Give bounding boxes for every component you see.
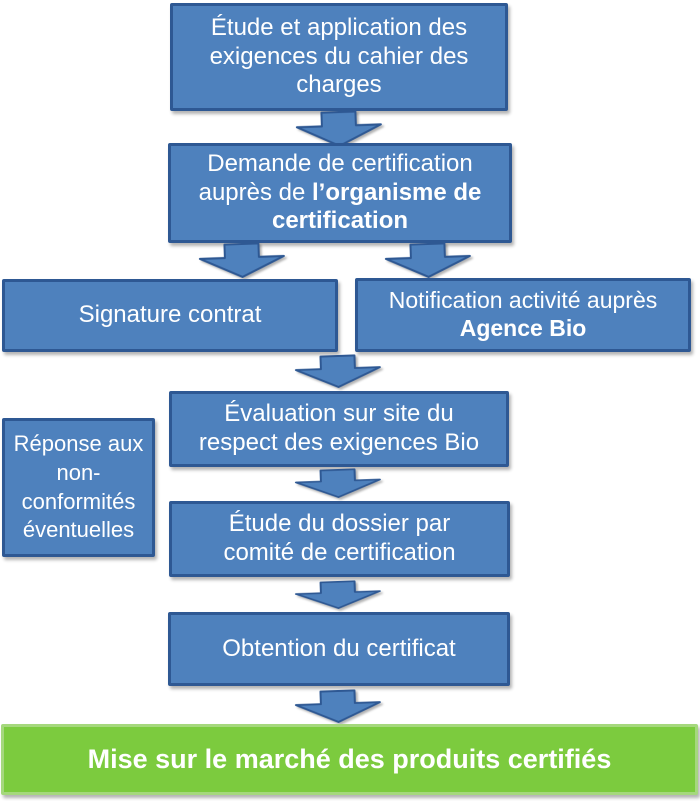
node-label: Signature contrat [78, 301, 262, 329]
node-label: Mise sur le marché des produits certifié… [87, 744, 612, 775]
node-signature-contrat: Signature contrat [2, 279, 338, 352]
node-label: Obtention du certificat [222, 634, 456, 662]
node-reponse-non-conformites: Réponse aux non-conformités éventuelles [2, 418, 155, 557]
node-demande-certification: Demande de certification auprès de l’org… [168, 143, 512, 243]
node-mise-marche: Mise sur le marché des produits certifié… [1, 724, 698, 795]
down-arrow-icon [198, 242, 285, 278]
node-label: Étude et application des exigences du ca… [209, 13, 469, 99]
node-label: Réponse aux non-conformités éventuelles [13, 431, 144, 543]
node-label: Demande de certification auprès de l’org… [193, 150, 487, 236]
node-label-regular: Notification activité auprès [388, 287, 658, 314]
node-label-bold: Agence Bio [459, 315, 587, 341]
node-evaluation-site: Évaluation sur site du respect des exige… [169, 391, 509, 467]
node-notification-activite: Notification activité auprès Agence Bio [355, 278, 691, 352]
node-obtention-certificat: Obtention du certificat [168, 612, 510, 686]
node-label: Notification activité auprès Agence Bio [368, 287, 678, 342]
node-label-regular: Demande de certification auprès de [198, 149, 473, 206]
node-label: Étude du dossier par comité de certifica… [223, 510, 456, 566]
node-label-bold: l’organisme de certification [271, 178, 482, 235]
down-arrow-icon [384, 242, 471, 278]
down-arrow-icon [294, 468, 381, 498]
node-etude-exigences: Étude et application des exigences du ca… [170, 3, 508, 111]
node-label: Évaluation sur site du respect des exige… [198, 400, 480, 456]
down-arrow-icon [294, 689, 381, 723]
node-etude-dossier: Étude du dossier par comité de certifica… [169, 501, 510, 577]
down-arrow-icon [294, 580, 381, 609]
down-arrow-icon [294, 354, 381, 388]
down-arrow-icon [295, 110, 382, 147]
